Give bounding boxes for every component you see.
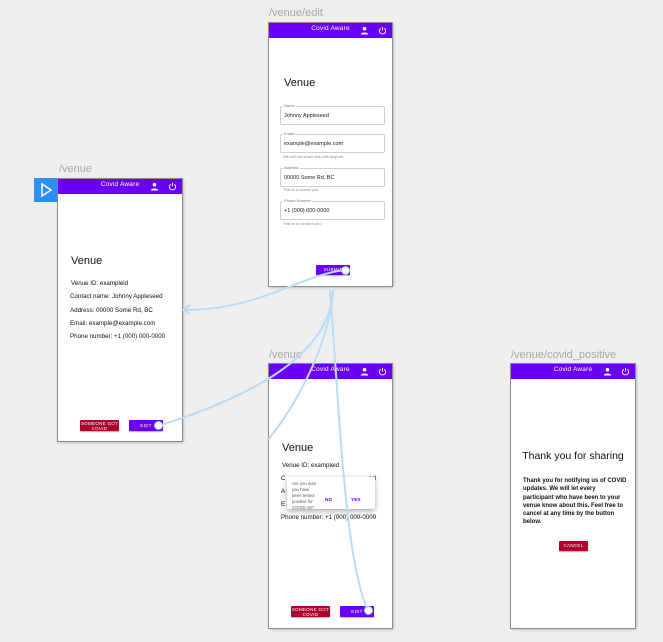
app-title: Covid Aware xyxy=(311,25,350,32)
logout-icon[interactable] xyxy=(378,26,387,35)
address-field-value: 00000 Some Rd, BC xyxy=(284,175,335,181)
connector-handle-edit[interactable] xyxy=(154,421,163,430)
cancel-button[interactable]: CANCEL xyxy=(559,541,588,551)
thank-you-message: Thank you for notifying us of COVID upda… xyxy=(523,478,627,526)
phone-text: Phone number: +1 (000) 000-0000 xyxy=(70,333,166,340)
app-bar: Covid Aware xyxy=(511,364,635,379)
contact-name-text: Contact name: Johnny Appleseed xyxy=(70,293,163,300)
someone-got-covid-button[interactable]: SOMEONE GOT COVID xyxy=(80,420,119,431)
covid-positive-screen: Covid Aware Thank you for sharing Thank … xyxy=(511,364,635,628)
connector-arrow-head xyxy=(181,304,191,315)
email-field-label: Email xyxy=(283,131,296,136)
route-label-venue: /venue xyxy=(59,163,93,175)
person-icon[interactable] xyxy=(603,367,612,376)
confirm-dialog: Are you sure you have been tested positi… xyxy=(287,477,375,510)
email-field-value: example@example.com xyxy=(284,141,344,147)
logout-icon[interactable] xyxy=(378,367,387,376)
email-field[interactable]: Email example@example.com xyxy=(280,131,385,153)
app-bar: Covid Aware xyxy=(269,364,392,379)
connector-edit-to-edit-screen xyxy=(157,289,334,427)
contact-name-text: C xyxy=(281,475,286,482)
venue-screen: Covid Aware Venue Venue ID: exampleid Co… xyxy=(58,179,182,441)
venue-id-text: Venue ID: exampleid xyxy=(71,280,129,287)
name-field-value: Johnny Appleseed xyxy=(284,113,329,119)
phone-help-text: This is to contact you. xyxy=(283,221,322,226)
name-field[interactable]: Name Johnny Appleseed xyxy=(280,103,385,125)
start-screen-marker[interactable] xyxy=(34,178,58,202)
address-text: A xyxy=(281,488,286,495)
email-text: Email: example@example.com xyxy=(70,320,156,327)
connector-upward-from-dialog xyxy=(267,289,334,441)
page-title: Venue xyxy=(71,255,103,267)
address-field-label: Address xyxy=(283,165,300,170)
route-label-edit: /venue/edit xyxy=(269,7,323,19)
app-bar: Covid Aware xyxy=(58,179,182,194)
address-help-text: This is to locate you. xyxy=(283,187,320,192)
edit-button[interactable]: EDIT xyxy=(340,606,374,617)
connector-handle-submit[interactable] xyxy=(341,266,350,275)
address-text: Address: 00000 Some Rd, BC xyxy=(70,307,153,314)
dialog-message: Are you sure you have been tested positi… xyxy=(292,481,317,510)
email-text: E xyxy=(281,501,286,508)
play-icon xyxy=(41,182,53,198)
phone-field[interactable]: Phone Number +1 (000) 000-0000 xyxy=(280,198,385,220)
venue-edit-screen: Covid Aware Venue Name Johnny Appleseed … xyxy=(269,23,392,286)
page-title: Venue xyxy=(284,77,316,89)
connector-handle-dialog-edit[interactable] xyxy=(364,606,373,615)
app-title: Covid Aware xyxy=(100,181,140,188)
person-icon[interactable] xyxy=(360,367,369,376)
phone-field-label: Phone Number xyxy=(283,198,312,203)
route-label-covid-positive: /venue/covid_positive xyxy=(511,349,617,361)
edit-button[interactable]: EDIT xyxy=(129,420,163,431)
logout-icon[interactable] xyxy=(168,182,177,191)
someone-got-covid-button[interactable]: SOMEONE GOT COVID xyxy=(291,606,330,617)
page-title: Venue xyxy=(282,442,314,454)
app-bar: Covid Aware xyxy=(269,23,392,38)
email-help-text: We will not share this with anyone. xyxy=(283,154,345,159)
connector-dialog-edit-to-edit-screen xyxy=(329,289,369,612)
address-field[interactable]: Address 00000 Some Rd, BC xyxy=(280,165,385,187)
phone-field-value: +1 (000) 000-0000 xyxy=(284,208,330,214)
person-icon[interactable] xyxy=(360,26,369,35)
app-title: Covid Aware xyxy=(311,366,350,373)
connector-submit-to-venue xyxy=(183,269,346,311)
venue-id-text: Venue ID: exampleid xyxy=(282,462,340,469)
submit-button[interactable]: SUBMIT xyxy=(316,265,350,275)
phone-text: Phone number: +1 (000) 000-0000 xyxy=(281,514,377,521)
page-title: Thank you for sharing xyxy=(522,450,624,462)
route-label-venue-dialog: /venue xyxy=(269,349,303,361)
dialog-yes-button[interactable]: YES xyxy=(351,498,361,503)
dialog-no-button[interactable]: NO xyxy=(325,498,333,503)
app-title: Covid Aware xyxy=(553,366,593,373)
person-icon[interactable] xyxy=(150,182,159,191)
name-field-label: Name xyxy=(283,103,296,108)
logout-icon[interactable] xyxy=(621,367,630,376)
